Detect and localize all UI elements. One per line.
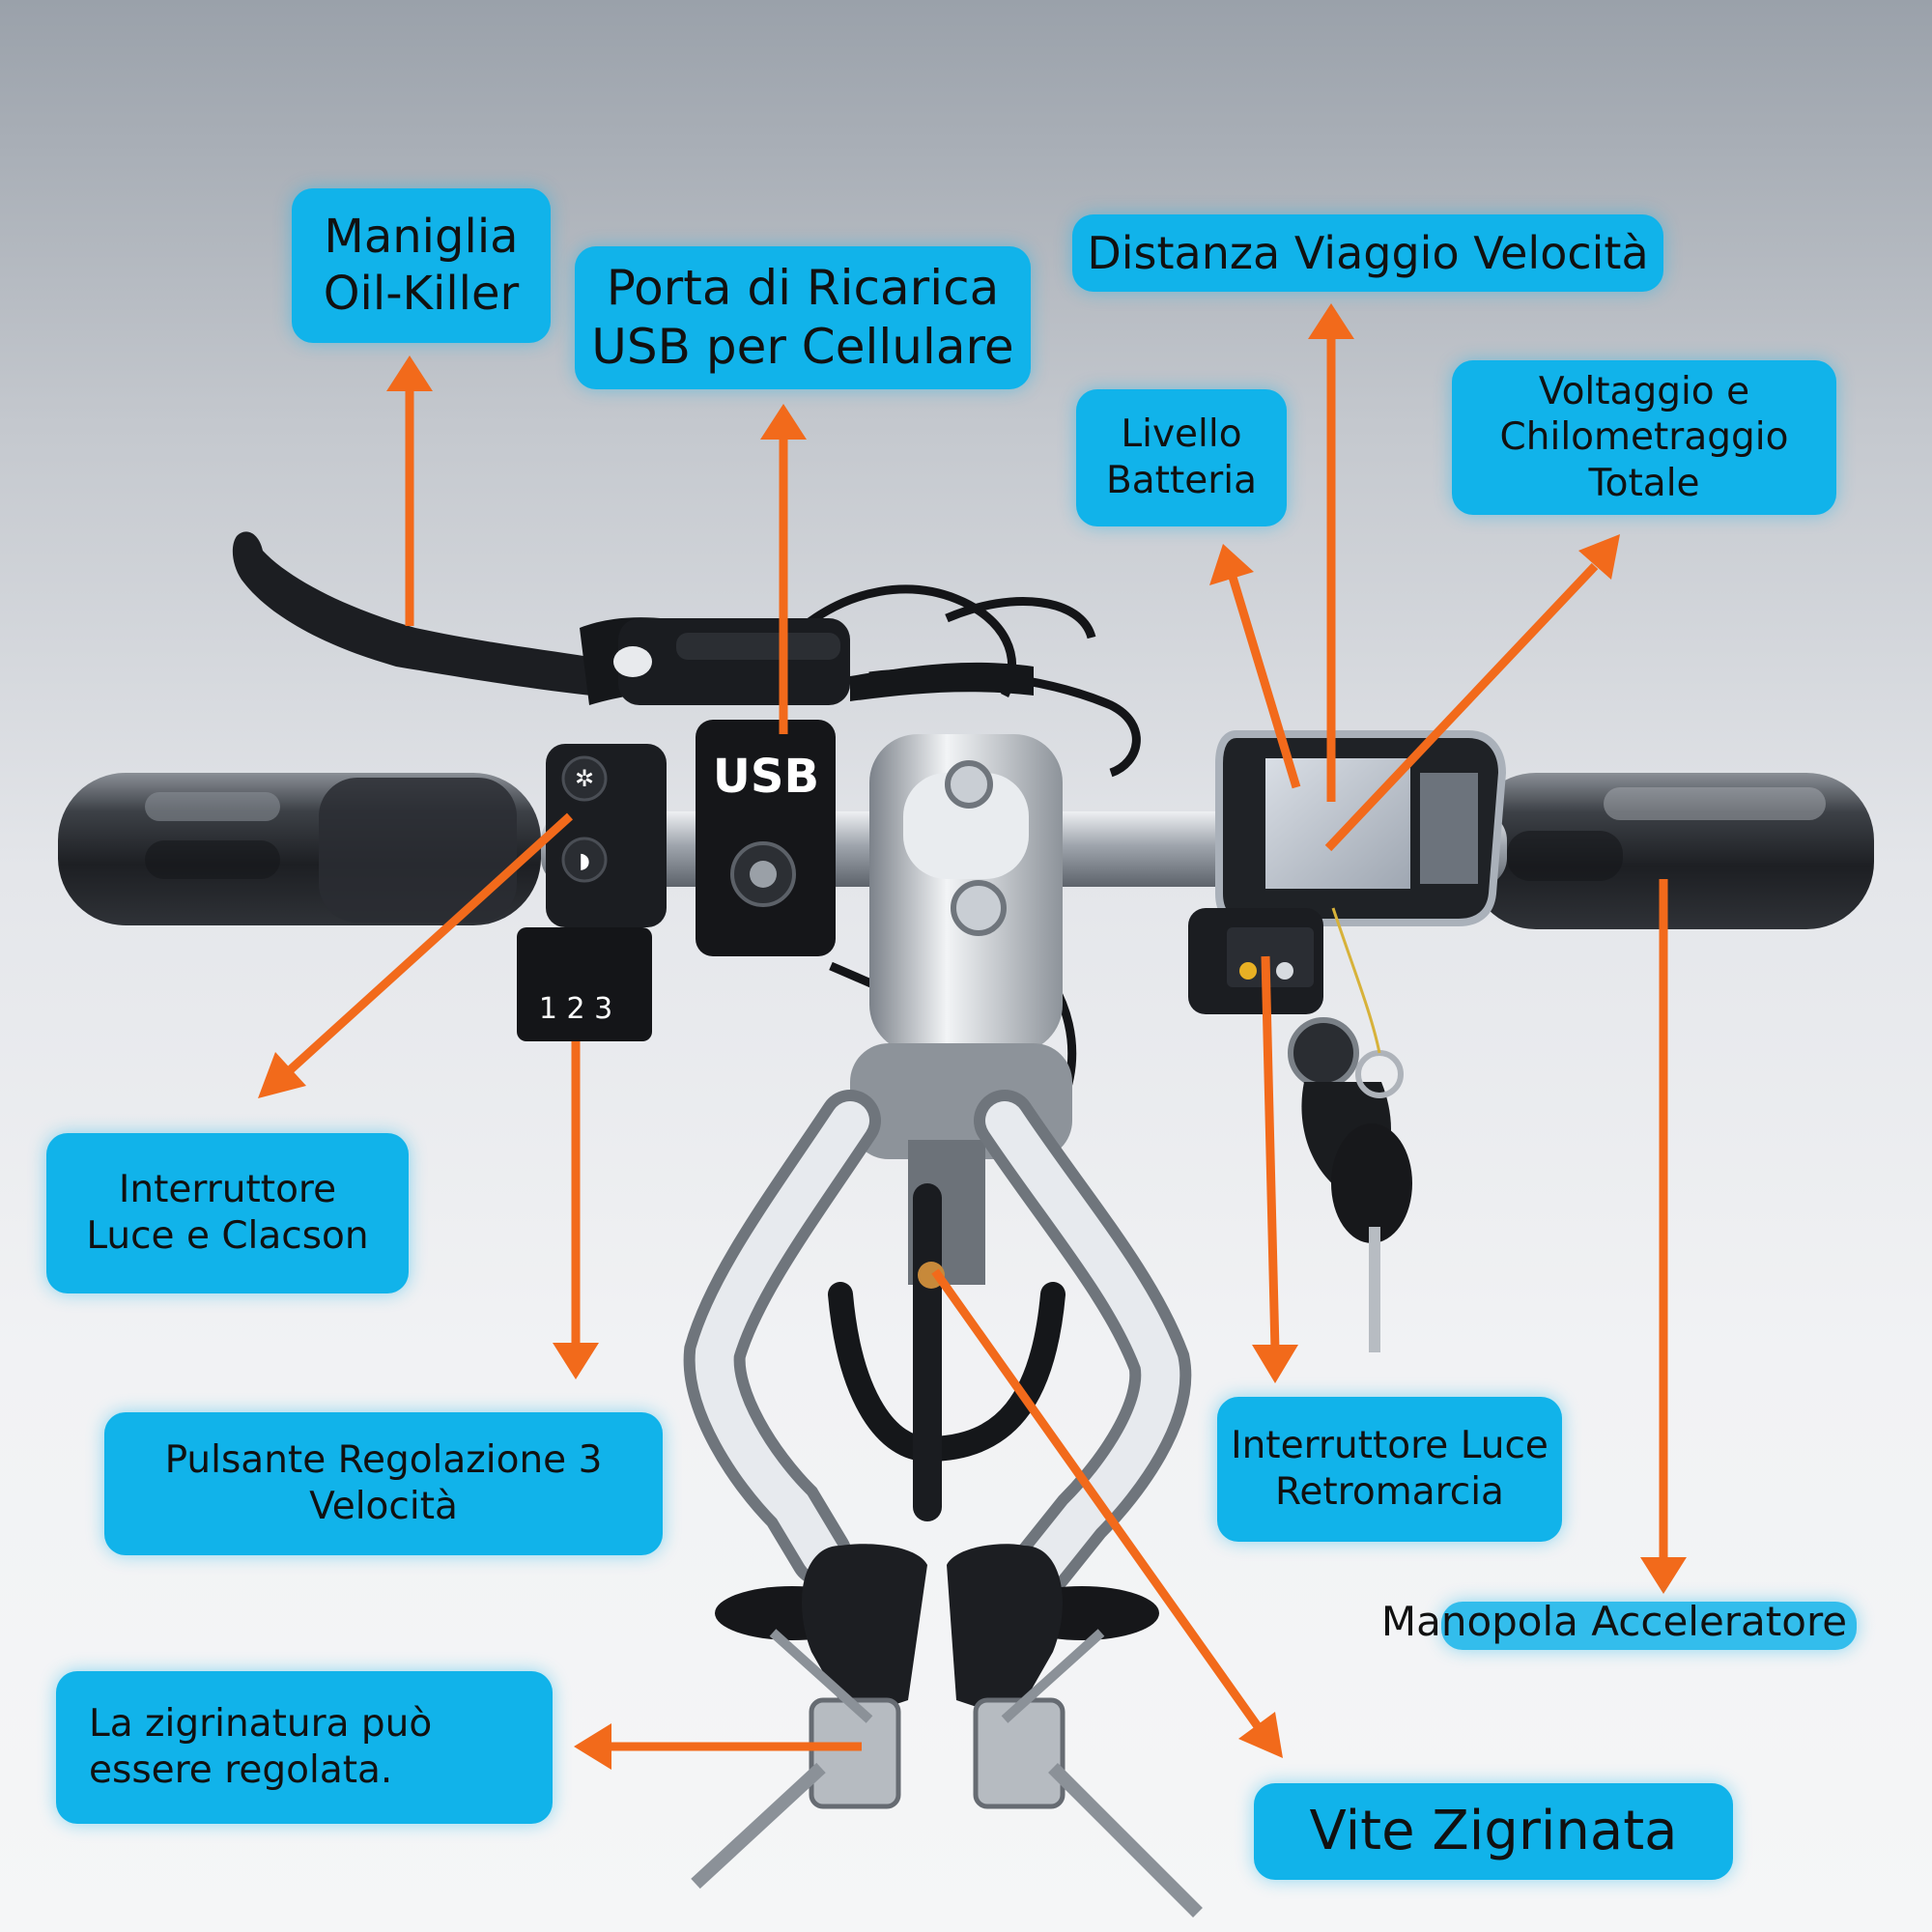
label-knurled-screw: Vite Zigrinata (1254, 1783, 1733, 1880)
left-grip (58, 773, 541, 925)
usb-module: USB (696, 720, 836, 956)
label-voltage-total-mileage: Voltaggio e Chilometraggio Totale (1452, 360, 1836, 515)
right-grip (1468, 773, 1874, 929)
lcd-display (1215, 730, 1507, 926)
label-knurling-adjustable: La zigrinatura può essere regolata. (56, 1671, 553, 1824)
brake-cylinder (613, 618, 1034, 705)
label-text: Manopola Acceleratore (1380, 1598, 1848, 1646)
label-text: Distanza Viaggio Velocità (1087, 226, 1649, 279)
callout-arrows (258, 303, 1687, 1770)
label-text: Voltaggio e Chilometraggio Totale (1499, 369, 1789, 505)
horn-icon: ◗ (579, 849, 590, 873)
label-text: Porta di Ricarica USB per Cellulare (591, 260, 1014, 375)
label-text: Livello Batteria (1106, 412, 1257, 502)
headlight-icon: ✲ (575, 765, 594, 792)
usb-label: USB (713, 750, 819, 804)
ignition-key-icon (1288, 907, 1412, 1352)
label-throttle-grip: Manopola Acceleratore (1381, 1598, 1857, 1650)
speed-selector: 1 2 3 (517, 927, 652, 1041)
label-text: Interruttore Luce e Clacson (86, 1168, 369, 1258)
label-battery-level: Livello Batteria (1076, 389, 1287, 526)
label-3-speed-button: Pulsante Regolazione 3 Velocità (104, 1412, 663, 1555)
label-usb-charging-port: Porta di Ricarica USB per Cellulare (575, 246, 1031, 389)
label-text: Maniglia Oil-Killer (323, 210, 520, 321)
tube-clamps (691, 1262, 1203, 1918)
light-horn-switch: ✲ ◗ (546, 744, 667, 927)
label-distance-travel-speed: Distanza Viaggio Velocità (1072, 214, 1663, 292)
label-text: Vite Zigrinata (1309, 1799, 1678, 1862)
label-light-horn-switch: Interruttore Luce e Clacson (46, 1133, 409, 1293)
label-text: Pulsante Regolazione 3 Velocità (164, 1438, 603, 1528)
label-reverse-light-switch: Interruttore Luce Retromarcia (1217, 1397, 1562, 1542)
reverse-light-switch (1188, 908, 1323, 1014)
label-text: La zigrinatura può essere regolata. (89, 1702, 433, 1792)
label-maniglia-oil-killer: Maniglia Oil-Killer (292, 188, 551, 343)
fork-arms (683, 1090, 1192, 1596)
speed-selector-label: 1 2 3 (539, 992, 612, 1026)
label-text: Interruttore Luce Retromarcia (1231, 1424, 1548, 1514)
